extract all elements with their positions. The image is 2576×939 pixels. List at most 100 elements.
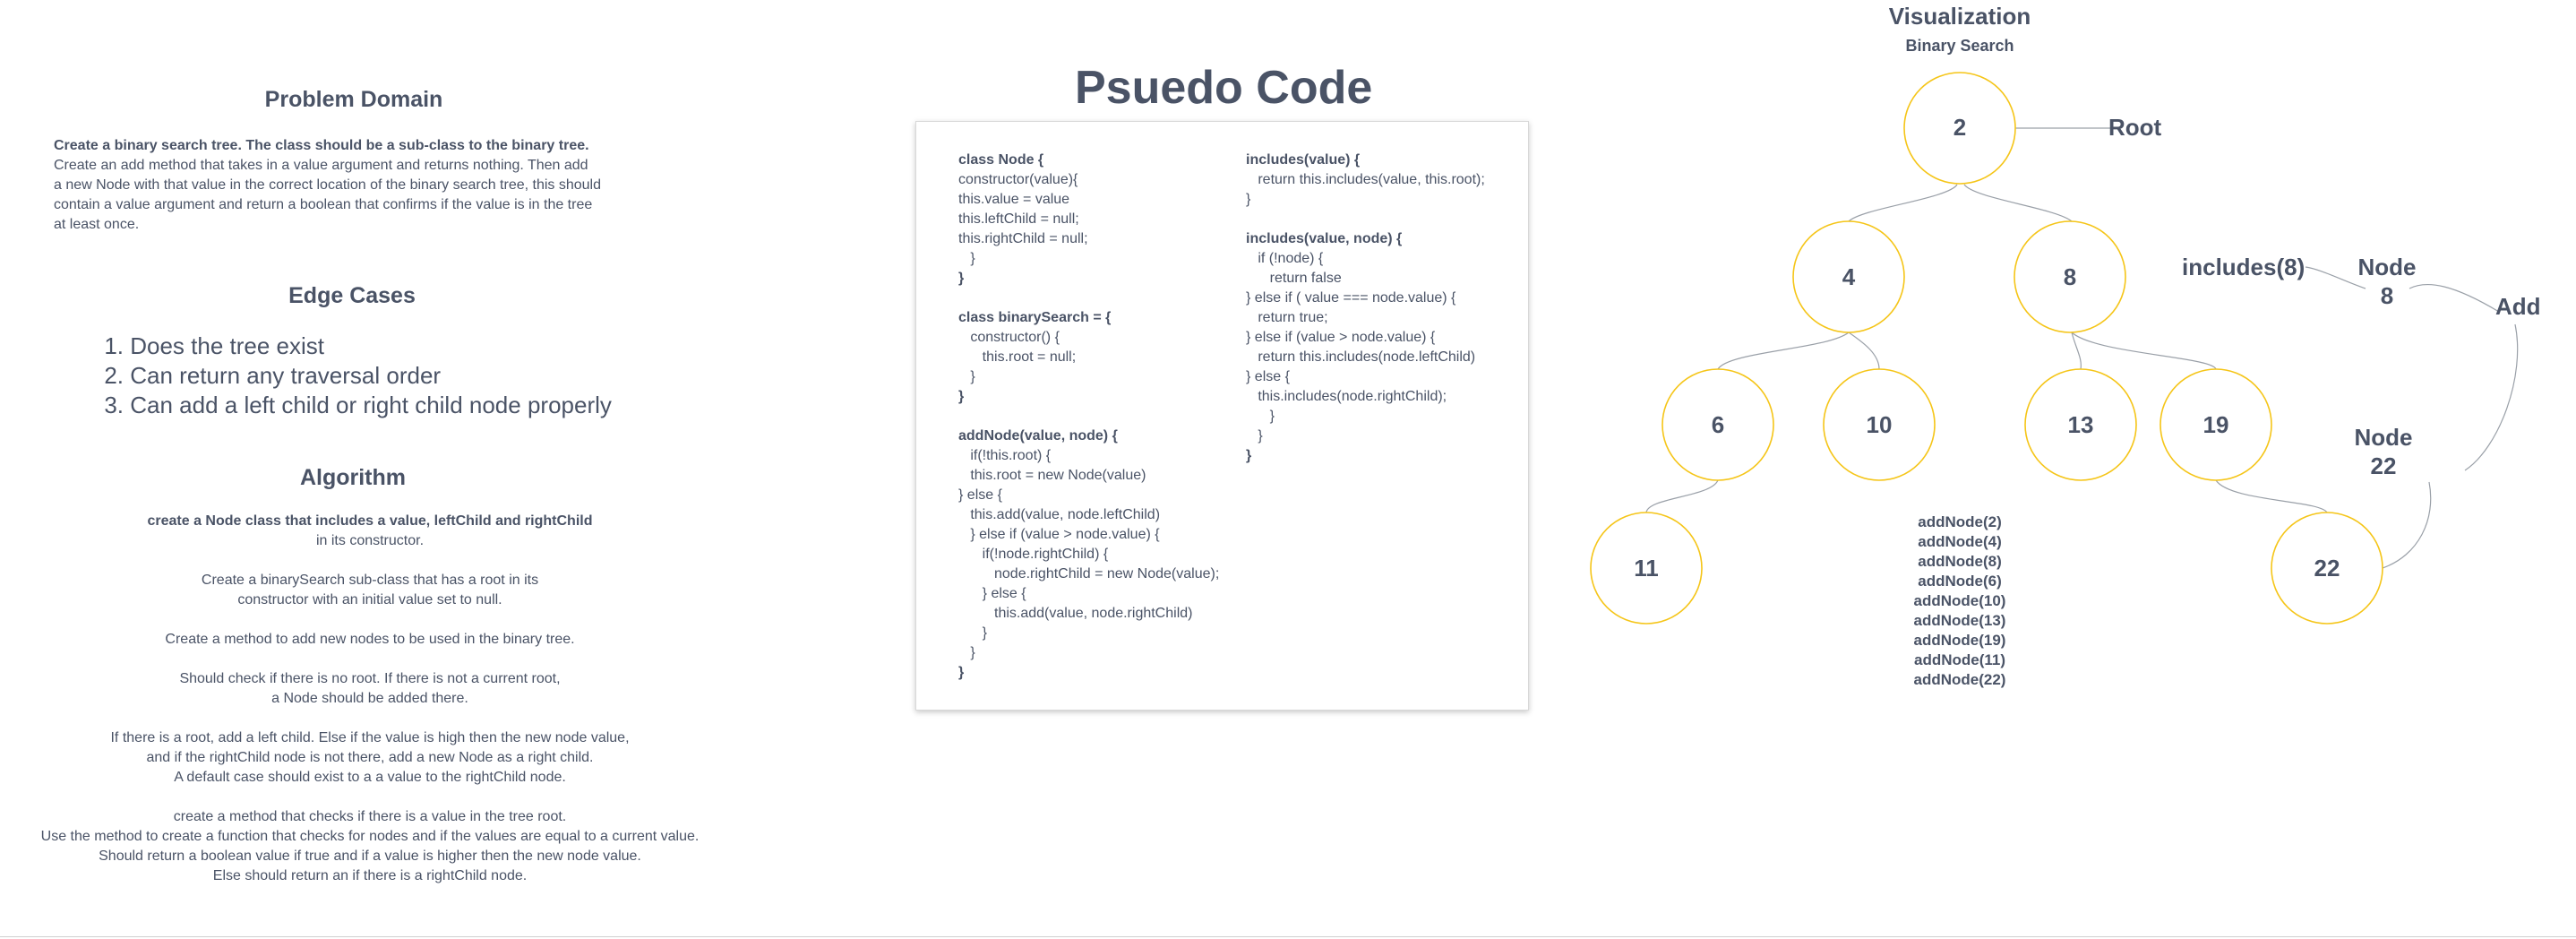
algorithm-p1-bold: create a Node class that includes a valu… [147, 513, 593, 529]
tree-node-label: 8 [2063, 263, 2077, 290]
tree-node-circle [1590, 512, 1703, 625]
pseudo-code-right-column: includes(value) { return this.includes(v… [1246, 151, 1485, 466]
operation-item: addNode(6) [1918, 573, 2002, 590]
tree-node-label: 11 [1634, 555, 1659, 581]
edge-line [2215, 479, 2328, 513]
code-line: if(!this.root) { [958, 448, 1052, 463]
operation-item: addNode(22) [1913, 671, 2006, 688]
code-line: constructor(value){ [958, 172, 1078, 187]
visualization-subtitle: Binary Search [1905, 37, 2014, 55]
code-line: includes(value, node) { [1246, 231, 1403, 246]
edge-case-item: 1. Does the tree exist [104, 332, 325, 359]
code-line: if(!node.rightChild) { [958, 547, 1109, 562]
algorithm-line: If there is a root, add a left child. El… [110, 730, 630, 745]
tree-node-label: 4 [1842, 263, 1856, 290]
code-line: this.leftChild = null; [958, 211, 1079, 227]
code-line: } else if ( value === node.value) { [1246, 290, 1456, 306]
code-line: } [958, 251, 975, 266]
edge-line [1717, 332, 1850, 370]
operation-item: addNode(13) [1913, 612, 2006, 629]
algorithm-line: Use the method to create a function that… [40, 829, 700, 844]
code-line: } [958, 645, 975, 660]
code-line: if (!node) { [1246, 251, 1324, 266]
code-line: } else { [958, 586, 1026, 601]
code-line: constructor() { [958, 330, 1060, 345]
problem-domain-bold-line: Create a binary search tree. The class s… [54, 138, 589, 153]
code-line: class Node { [958, 152, 1044, 168]
edge-line [2071, 332, 2217, 370]
edge-line [2305, 266, 2366, 289]
edge-line [2071, 332, 2082, 370]
root-label: Root [2108, 114, 2162, 141]
algorithm-line: a Node should be added there. [271, 691, 468, 706]
pseudo-code-card: class Node {constructor(value){this.valu… [915, 121, 1529, 711]
tree-node-circle [1903, 72, 2016, 185]
algorithm-title: Algorithm [299, 465, 407, 490]
operations-list: addNode(2) addNode(4) addNode(8) addNode… [1888, 513, 2031, 690]
tree-node-label: 19 [2202, 411, 2229, 438]
edge-line [1963, 184, 2073, 222]
algorithm-p1-rest: in its constructor. [315, 533, 425, 548]
code-line: return this.includes(value, this.root); [1246, 172, 1485, 187]
node-8-label: Node 8 [2357, 254, 2417, 309]
tree-node-label: 6 [1711, 411, 1725, 438]
problem-domain-line: contain a value argument and return a bo… [54, 197, 593, 212]
code-line: } [1246, 192, 1251, 207]
edge-cases-title: Edge Cases [288, 283, 416, 308]
tree-node-circle [2160, 368, 2272, 481]
edge-cases-list: 1. Does the tree exist 2. Can return any… [99, 332, 672, 420]
code-line: } [958, 271, 965, 286]
algorithm-line: create a method that checks if there is … [173, 809, 567, 824]
code-line: node.rightChild = new Node(value); [958, 566, 1220, 581]
code-line: this.includes(node.rightChild); [1246, 389, 1447, 404]
code-line: this.rightChild = null; [958, 231, 1088, 246]
code-line: } else if (value > node.value) { [958, 527, 1160, 542]
algorithm-line: Create a method to add new nodes to be u… [165, 632, 575, 647]
code-line: return this.includes(node.leftChild) [1246, 349, 1476, 365]
add-label: Add [2495, 293, 2541, 320]
problem-domain-text: Create a binary search tree. The class s… [54, 136, 663, 235]
tree-node-circle [2271, 512, 2383, 625]
code-line: } else { [1246, 369, 1290, 384]
tree-node-circle [1823, 368, 1936, 481]
problem-domain-line: at least once. [54, 217, 140, 232]
tree-node-label: 10 [1866, 411, 1893, 438]
code-line: } [958, 665, 965, 680]
edge-case-item: 3. Can add a left child or right child n… [104, 392, 612, 418]
code-line: } [958, 369, 975, 384]
operation-item: addNode(10) [1913, 592, 2006, 609]
edge-case-item: 2. Can return any traversal order [104, 362, 442, 389]
code-line: } else if (value > node.value) { [1246, 330, 1436, 345]
algorithm-line: Create a binarySearch sub-class that has… [201, 573, 539, 588]
problem-domain-line: Create an add method that takes in a val… [54, 158, 588, 173]
tree-node-label: 13 [2067, 411, 2094, 438]
edge-line [2464, 323, 2519, 471]
algorithm-line: constructor with an initial value set to… [237, 592, 502, 607]
edge-line [1645, 479, 1719, 513]
code-line: includes(value) { [1246, 152, 1361, 168]
pseudo-code-left-column: class Node {constructor(value){this.valu… [958, 151, 1219, 683]
operation-item: addNode(19) [1913, 632, 2006, 649]
code-line: } [1246, 428, 1263, 444]
edge-line [1848, 184, 1958, 222]
tree-node-label: 22 [2314, 555, 2340, 581]
code-line: } [1246, 409, 1275, 424]
operation-item: addNode(11) [1913, 651, 2006, 668]
tree-node-circle [1792, 220, 1905, 333]
algorithm-text: create a Node class that includes a valu… [0, 512, 740, 886]
code-line: return true; [1246, 310, 1328, 325]
code-line: return false [1246, 271, 1342, 286]
code-line: this.root = new Node(value) [958, 468, 1146, 483]
algorithm-line: Else should return an if there is a righ… [212, 868, 528, 883]
algorithm-line: and if the rightChild node is not there,… [146, 750, 594, 765]
code-line: this.add(value, node.leftChild) [958, 507, 1161, 522]
problem-domain-title: Problem Domain [264, 87, 443, 112]
code-line: } [958, 625, 988, 641]
operation-item: addNode(4) [1918, 533, 2002, 550]
bottom-divider [0, 936, 2576, 937]
algorithm-line: A default case should exist to a a value… [174, 770, 566, 785]
code-line: } [958, 389, 965, 404]
edge-line [2382, 481, 2432, 569]
code-line: addNode(value, node) { [958, 428, 1118, 444]
